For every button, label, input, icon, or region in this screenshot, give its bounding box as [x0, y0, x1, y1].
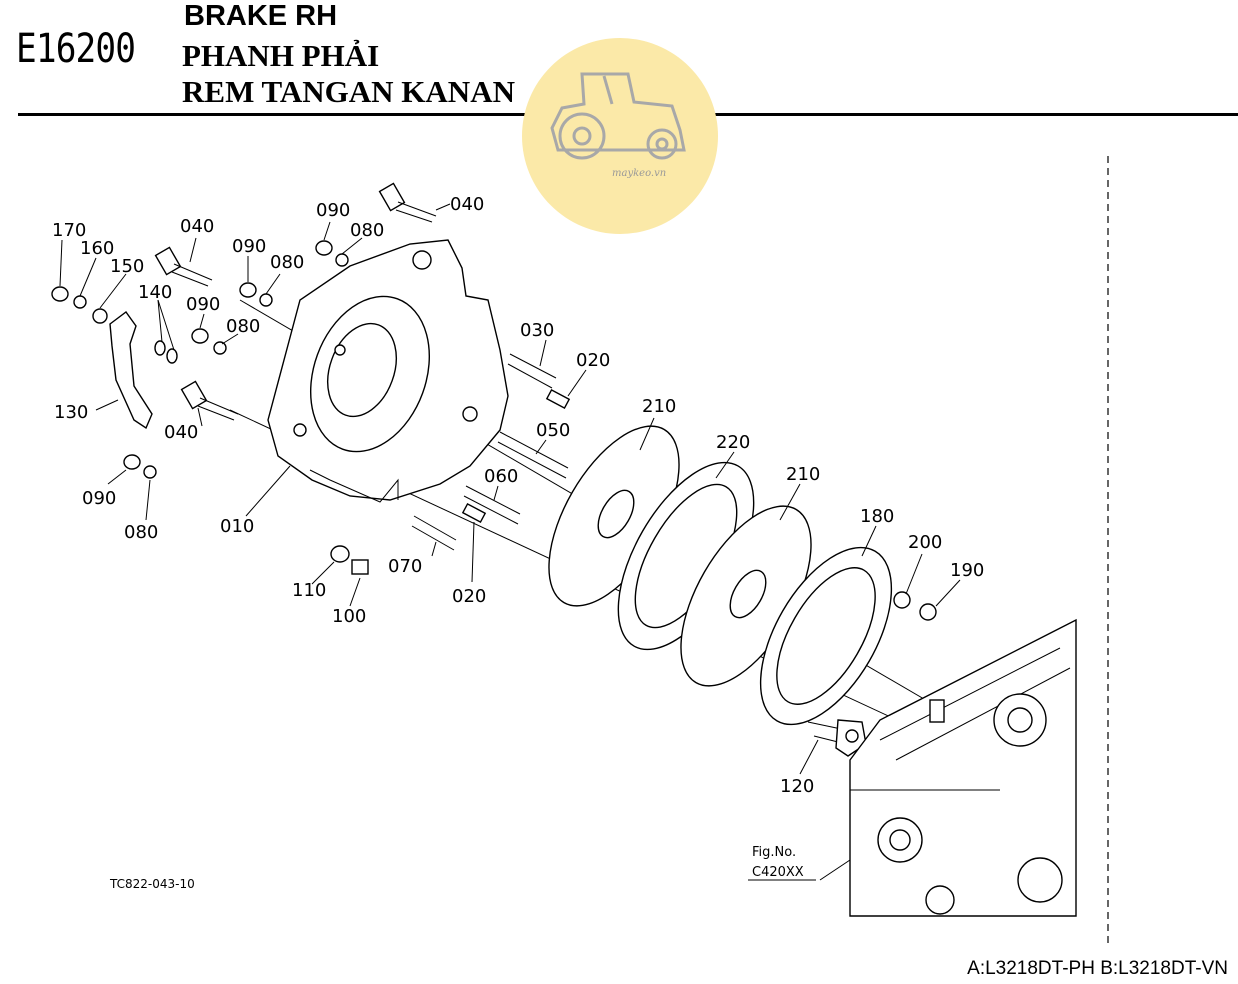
- diagram-code: E16200: [16, 26, 136, 72]
- label-040-top: 040: [450, 194, 484, 215]
- label-090-d: 090: [82, 488, 116, 509]
- label-200: 200: [908, 532, 942, 553]
- friction-discs: [548, 425, 893, 726]
- title-english: BRAKE RH: [184, 0, 338, 32]
- label-020-top: 020: [576, 350, 610, 371]
- label-110: 110: [292, 580, 326, 601]
- figure-reference: Fig.No. C420XX: [752, 845, 804, 880]
- label-080-d: 080: [124, 522, 158, 543]
- pin-020-top: [545, 388, 571, 410]
- label-220: 220: [716, 432, 750, 453]
- stud-070: [411, 515, 457, 551]
- title-malay: REM TANGAN KANAN: [182, 74, 515, 109]
- label-090-c: 090: [186, 294, 220, 315]
- brake-housing: [267, 239, 509, 503]
- drawing-code: TC822-043-10: [109, 877, 195, 891]
- title-vietnamese: PHANH PHẢI: [182, 38, 380, 73]
- brake-lever: [109, 311, 153, 430]
- label-090-a: 090: [316, 200, 350, 221]
- stud-060: [463, 485, 521, 525]
- watermark-text: maykeo.vn: [612, 168, 666, 179]
- label-160: 160: [80, 238, 114, 259]
- label-130: 130: [54, 402, 88, 423]
- model-applicability: A:L3218DT-PH B:L3218DT-VN: [967, 958, 1228, 979]
- label-070: 070: [388, 556, 422, 577]
- label-080-b: 080: [270, 252, 304, 273]
- stud-050: [497, 431, 569, 479]
- label-140: 140: [138, 282, 172, 303]
- label-090-b: 090: [232, 236, 266, 257]
- bolts-and-studs: [154, 182, 571, 551]
- label-080-c: 080: [226, 316, 260, 337]
- watermark-circle: [522, 38, 718, 234]
- label-210-a: 210: [642, 396, 676, 417]
- label-170: 170: [52, 220, 86, 241]
- pin-020-lower: [461, 502, 487, 524]
- label-150: 150: [110, 256, 144, 277]
- label-120: 120: [780, 776, 814, 797]
- label-080-a: 080: [350, 220, 384, 241]
- label-190: 190: [950, 560, 984, 581]
- label-040-left: 040: [180, 216, 214, 237]
- bolt-040-top: [378, 182, 437, 223]
- label-100: 100: [332, 606, 366, 627]
- leader-lines: [59, 203, 961, 881]
- label-210-b: 210: [786, 464, 820, 485]
- label-060: 060: [484, 466, 518, 487]
- fig-ref-number: C420XX: [752, 865, 804, 880]
- label-030: 030: [520, 320, 554, 341]
- label-180: 180: [860, 506, 894, 527]
- part-labels: 040 040 040 090 080 090 080 090 080 090 …: [52, 194, 984, 797]
- transmission-case: [819, 618, 1077, 917]
- bolt-040-left: [154, 246, 213, 287]
- stud-030: [507, 353, 557, 389]
- tractor-icon: [550, 72, 686, 160]
- label-040-lower: 040: [164, 422, 198, 443]
- nuts-and-washers: [51, 240, 937, 621]
- label-010: 010: [220, 516, 254, 537]
- bolt-040-lower: [180, 380, 239, 421]
- label-020-lower: 020: [452, 586, 486, 607]
- watermark-logo: maykeo.vn: [522, 38, 718, 234]
- fig-ref-label: Fig.No.: [752, 845, 796, 860]
- label-050: 050: [536, 420, 570, 441]
